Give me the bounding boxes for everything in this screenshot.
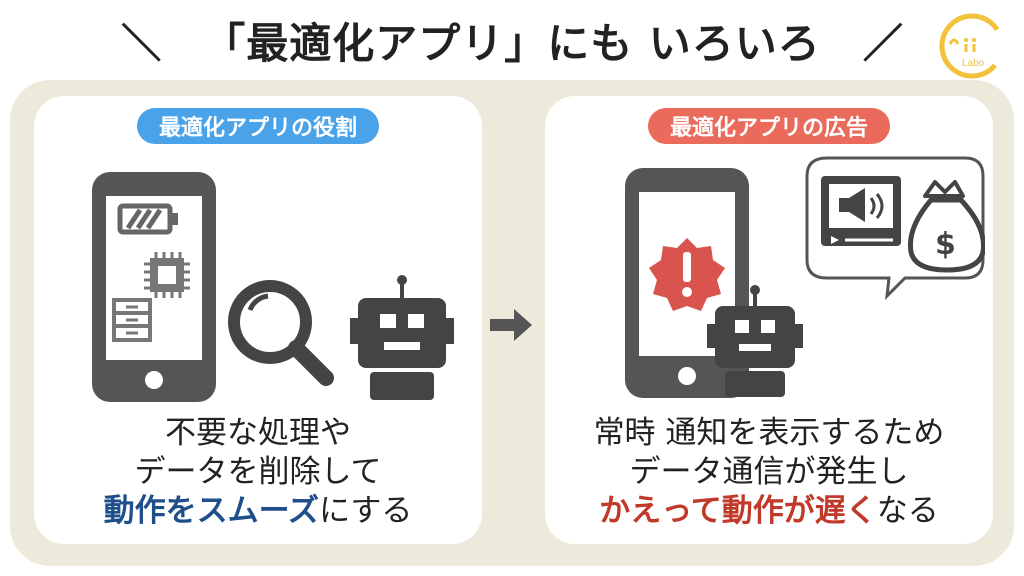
- caption-line-rest: にする: [319, 493, 413, 529]
- robot-icon: [707, 285, 803, 397]
- caption-highlight: 動作をスムーズ: [103, 493, 320, 529]
- right-illustration: $: [625, 156, 985, 398]
- video-ad-icon: [821, 176, 901, 246]
- cpu-chip-icon: [144, 252, 190, 298]
- alert-badge-icon: [649, 238, 725, 311]
- caption-ads: 常時 通知を表示するため データ通信が発生し かえって動作が遅くなる: [545, 414, 993, 531]
- caption-line: 不要な処理や: [165, 415, 351, 451]
- page-title: 「最適化アプリ」にも いろいろ: [203, 18, 821, 68]
- money-bag-icon: $: [907, 180, 985, 273]
- panel-heading-role: 最適化アプリの役割: [136, 108, 380, 144]
- chii-labo-logo: Labo: [939, 13, 1005, 79]
- arrow-right-icon: [490, 309, 532, 341]
- magnifier-icon: [228, 280, 334, 386]
- caption-line: かえって動作が遅くなる: [545, 492, 993, 531]
- robot-icon: [350, 275, 454, 400]
- battery-icon: [117, 203, 178, 235]
- panel-optimizer-ads: 最適化アプリの広告 $: [545, 96, 993, 544]
- title-row: ＼ 「最適化アプリ」にも いろいろ ／: [0, 8, 1024, 72]
- logo-text: Labo: [962, 58, 985, 69]
- caption-line: データを削除して: [134, 454, 382, 490]
- svg-text:$: $: [935, 227, 956, 262]
- storage-icon: [112, 298, 152, 342]
- panel-optimizer-role: 最適化アプリの役割: [34, 96, 482, 544]
- caption-line-rest: なる: [876, 493, 939, 529]
- panel-heading-ads: 最適化アプリの広告: [647, 108, 891, 144]
- title-slash-left: ＼: [121, 21, 162, 67]
- caption-line: データ通信が発生し: [629, 454, 909, 490]
- caption-line: 常時 通知を表示するため: [593, 415, 945, 451]
- caption-line: 動作をスムーズにする: [34, 492, 482, 531]
- title-slash-right: ／: [862, 21, 903, 67]
- caption-role: 不要な処理や データを削除して 動作をスムーズにする: [34, 414, 482, 531]
- left-illustration: [92, 172, 454, 402]
- caption-highlight: かえって動作が遅く: [599, 493, 877, 529]
